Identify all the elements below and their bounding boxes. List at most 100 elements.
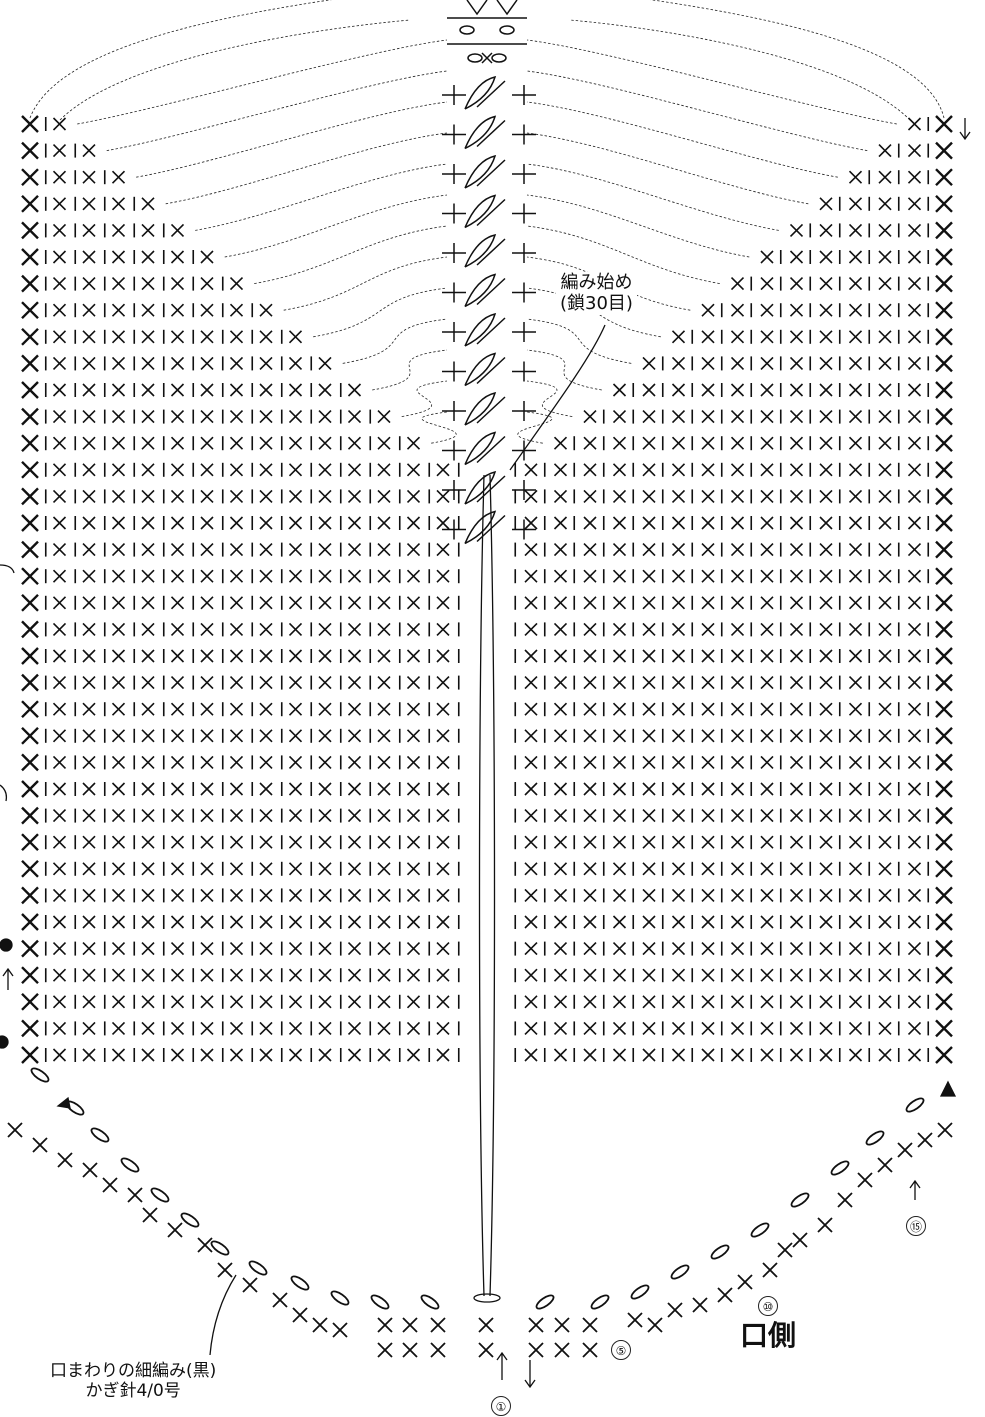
single-crochet-symbol	[850, 171, 862, 183]
single-crochet-symbol	[231, 304, 243, 316]
single-crochet-symbol	[290, 570, 302, 582]
arrow-down-icon	[960, 118, 970, 139]
half-double-symbol	[442, 283, 466, 303]
single-crochet-symbol	[172, 996, 184, 1008]
single-crochet-symbol	[555, 544, 567, 556]
single-crochet-symbol	[437, 464, 449, 476]
half-double-symbol	[512, 283, 536, 303]
single-crochet-symbol	[201, 464, 213, 476]
single-crochet-symbol	[584, 517, 596, 529]
single-crochet-symbol	[820, 650, 832, 662]
single-crochet-symbol	[643, 703, 655, 715]
single-crochet-symbol	[83, 783, 95, 795]
single-crochet-symbol	[673, 570, 685, 582]
single-crochet-symbol	[702, 357, 714, 369]
single-crochet-symbol	[83, 224, 95, 236]
single-crochet-symbol	[732, 783, 744, 795]
chain-symbol	[150, 1186, 171, 1204]
filled-circle-icon	[0, 1036, 8, 1048]
single-crochet-symbol	[260, 677, 272, 689]
single-crochet-symbol	[83, 1022, 95, 1034]
single-crochet-symbol	[643, 517, 655, 529]
half-double-symbol	[442, 125, 466, 145]
single-crochet-symbol	[231, 703, 243, 715]
single-crochet-symbol	[850, 224, 862, 236]
single-crochet-symbol	[378, 863, 390, 875]
single-crochet-symbol	[319, 384, 331, 396]
single-crochet-symbol	[231, 597, 243, 609]
single-crochet-symbol	[83, 756, 95, 768]
single-crochet-symbol	[22, 728, 38, 744]
single-crochet-symbol	[850, 517, 862, 529]
single-crochet-symbol	[584, 836, 596, 848]
single-crochet-symbol	[820, 943, 832, 955]
single-crochet-symbol	[260, 650, 272, 662]
single-crochet-symbol	[555, 464, 567, 476]
single-crochet-symbol	[290, 756, 302, 768]
single-crochet-symbol	[231, 384, 243, 396]
single-crochet-symbol	[408, 437, 420, 449]
single-crochet-symbol	[54, 1049, 66, 1061]
single-crochet-symbol	[936, 276, 952, 292]
single-crochet-symbol	[201, 357, 213, 369]
dashed-guide-line	[570, 20, 910, 120]
single-crochet-symbol	[909, 437, 921, 449]
single-crochet-symbol	[850, 810, 862, 822]
single-crochet-symbol	[260, 783, 272, 795]
single-crochet-symbol	[83, 171, 95, 183]
single-crochet-symbol	[850, 490, 862, 502]
single-crochet-symbol	[702, 996, 714, 1008]
single-crochet-symbol	[791, 251, 803, 263]
single-crochet-symbol	[850, 916, 862, 928]
single-crochet-symbol	[732, 810, 744, 822]
single-crochet-symbol	[113, 623, 125, 635]
single-crochet-symbol	[54, 863, 66, 875]
single-crochet-symbol	[54, 703, 66, 715]
single-crochet-symbol	[718, 1288, 732, 1302]
single-crochet-symbol	[54, 490, 66, 502]
single-crochet-symbol	[702, 331, 714, 343]
single-crochet-symbol	[113, 1022, 125, 1034]
single-crochet-symbol	[231, 1022, 243, 1034]
single-crochet-symbol	[260, 969, 272, 981]
single-crochet-symbol	[349, 1022, 361, 1034]
single-crochet-symbol	[879, 703, 891, 715]
single-crochet-symbol	[702, 490, 714, 502]
single-crochet-symbol	[172, 597, 184, 609]
single-crochet-symbol	[83, 677, 95, 689]
single-crochet-symbol	[761, 703, 773, 715]
single-crochet-symbol	[879, 198, 891, 210]
single-crochet-symbol	[668, 1303, 682, 1317]
single-crochet-symbol	[431, 1318, 445, 1332]
single-crochet-symbol	[437, 836, 449, 848]
single-crochet-symbol	[820, 597, 832, 609]
single-crochet-symbol	[403, 1343, 417, 1357]
single-crochet-symbol	[172, 224, 184, 236]
single-crochet-symbol	[54, 304, 66, 316]
single-crochet-symbol	[201, 996, 213, 1008]
single-crochet-symbol	[290, 703, 302, 715]
single-crochet-symbol	[83, 810, 95, 822]
single-crochet-symbol	[702, 1049, 714, 1061]
single-crochet-symbol	[820, 863, 832, 875]
single-crochet-symbol	[525, 889, 537, 901]
single-crochet-symbol	[54, 145, 66, 157]
single-crochet-symbol	[936, 143, 952, 159]
single-crochet-symbol	[525, 677, 537, 689]
single-crochet-symbol	[850, 996, 862, 1008]
single-crochet-symbol	[732, 836, 744, 848]
single-crochet-symbol	[408, 677, 420, 689]
single-crochet-symbol	[113, 411, 125, 423]
single-crochet-symbol	[761, 677, 773, 689]
single-crochet-symbol	[172, 677, 184, 689]
single-crochet-symbol	[260, 916, 272, 928]
single-crochet-symbol	[909, 863, 921, 875]
half-double-symbol	[512, 401, 536, 421]
single-crochet-symbol	[142, 756, 154, 768]
single-crochet-symbol	[378, 836, 390, 848]
single-crochet-symbol	[319, 730, 331, 742]
single-crochet-symbol	[22, 834, 38, 850]
single-crochet-symbol	[936, 542, 952, 558]
single-crochet-symbol	[850, 677, 862, 689]
single-crochet-symbol	[113, 1049, 125, 1061]
